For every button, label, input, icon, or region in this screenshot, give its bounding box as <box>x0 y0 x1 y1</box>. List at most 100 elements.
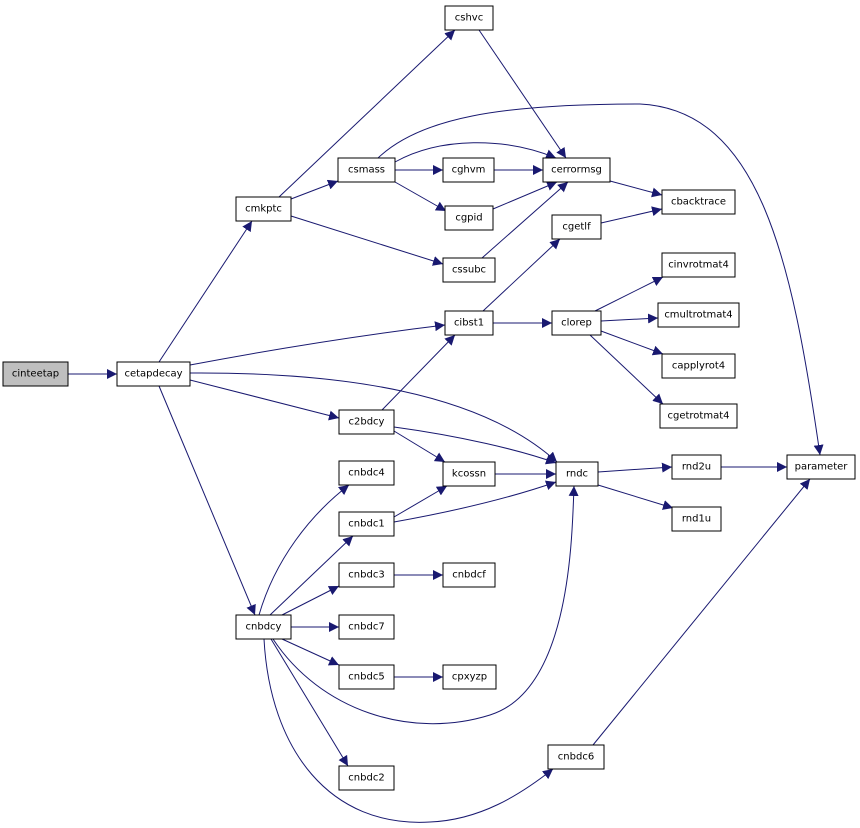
edge-cmkptc-to-cssubc <box>290 215 444 266</box>
nodes-layer: cinteetap cetapdecay cmkptc cshvc csmass… <box>2 5 856 791</box>
node-cmultrotmat4[interactable]: cmultrotmat4 <box>657 302 740 328</box>
edge-cgpid-to-cerrormsg <box>492 181 558 210</box>
edge-clorep-to-cgetrotmat4 <box>589 334 664 405</box>
node-rnd2u[interactable]: rnd2u <box>671 454 722 480</box>
node-cmkptc-label: cmkptc <box>245 204 282 215</box>
node-capplyrot4[interactable]: capplyrot4 <box>661 353 736 379</box>
edge-cnbdc1-to-kcossn <box>393 485 448 518</box>
edge-clorep-to-capplyrot4 <box>600 330 664 356</box>
node-cetapdecay[interactable]: cetapdecay <box>116 361 191 387</box>
edge-cmkptc-to-cshvc <box>278 29 456 198</box>
node-cnbdc5-label: cnbdc5 <box>348 672 384 683</box>
node-cpxyzp[interactable]: cpxyzp <box>442 664 497 690</box>
node-cbacktrace[interactable]: cbacktrace <box>661 189 736 215</box>
edges-layer <box>68 29 824 823</box>
node-cnbdc3-label: cnbdc3 <box>348 570 384 581</box>
node-cshvc-label: cshvc <box>455 13 483 24</box>
edge-cetapdecay-to-cmkptc <box>158 220 253 363</box>
node-cgpid[interactable]: cgpid <box>444 205 494 231</box>
node-cnbdc4[interactable]: cnbdc4 <box>338 460 395 486</box>
node-cnbdc2-label: cnbdc2 <box>348 773 384 784</box>
node-csmass[interactable]: csmass <box>337 157 396 183</box>
node-clorep-label: clorep <box>561 318 592 329</box>
edge-cnbdcy-to-cnbdc5 <box>281 638 340 666</box>
node-cnbdc2[interactable]: cnbdc2 <box>338 765 395 791</box>
edge-c2bdcy-to-rndc <box>393 426 557 465</box>
edge-csmass-to-cerrormsg <box>394 142 557 163</box>
node-parameter[interactable]: parameter <box>786 454 856 480</box>
node-cnbdc7-label: cnbdc7 <box>348 622 384 633</box>
edge-clorep-to-cinvrotmat4 <box>594 276 664 312</box>
edge-clorep-to-cmultrotmat4 <box>600 313 659 324</box>
node-csmass-label: csmass <box>348 165 385 176</box>
node-cetapdecay-label: cetapdecay <box>124 369 182 380</box>
node-cgetlf-label: cgetlf <box>562 222 591 233</box>
edge-cshvc-to-cerrormsg <box>478 29 567 159</box>
edge-cnbdcy-to-rndc <box>272 485 579 725</box>
node-rnd1u-label: rnd1u <box>682 514 711 525</box>
node-cgetlf[interactable]: cgetlf <box>551 214 602 240</box>
node-cgetrotmat4-label: cgetrotmat4 <box>667 411 729 422</box>
node-rnd2u-label: rnd2u <box>682 462 711 473</box>
edge-cerrormsg-to-cbacktrace <box>609 180 663 198</box>
node-parameter-label: parameter <box>795 462 849 473</box>
node-cpxyzp-label: cpxyzp <box>452 672 487 683</box>
node-clorep[interactable]: clorep <box>551 310 602 336</box>
node-cinvrotmat4-label: cinvrotmat4 <box>668 260 729 271</box>
node-cibst1-label: cibst1 <box>454 318 484 329</box>
edge-cnbdcy-to-cnbdc3 <box>281 585 340 616</box>
node-cnbdc7[interactable]: cnbdc7 <box>338 614 395 640</box>
edge-cmkptc-to-csmass <box>290 179 339 200</box>
node-rndc-label: rndc <box>566 469 588 480</box>
node-cnbdc3[interactable]: cnbdc3 <box>338 562 395 588</box>
node-capplyrot4-label: capplyrot4 <box>672 361 725 372</box>
node-kcossn-label: kcossn <box>452 469 486 480</box>
node-cnbdc4-label: cnbdc4 <box>348 468 384 479</box>
node-cnbdc6[interactable]: cnbdc6 <box>547 744 605 770</box>
node-cnbdc1-label: cnbdc1 <box>348 519 384 530</box>
edge-cnbdcy-to-cnbdc2 <box>270 638 349 767</box>
node-cbacktrace-label: cbacktrace <box>671 197 726 208</box>
edge-cnbdc6-to-parameter <box>592 478 811 746</box>
edge-cnbdcy-to-cnbdc6 <box>263 638 554 823</box>
node-cnbdcf-label: cnbdcf <box>452 570 486 581</box>
node-cshvc[interactable]: cshvc <box>444 5 494 31</box>
node-cnbdcy-label: cnbdcy <box>246 622 282 633</box>
node-cmultrotmat4-label: cmultrotmat4 <box>664 310 732 321</box>
edge-cetapdecay-to-c2bdcy <box>189 379 340 421</box>
node-cnbdcy[interactable]: cnbdcy <box>235 614 292 640</box>
node-cghvm-label: cghvm <box>452 165 486 176</box>
node-rndc[interactable]: rndc <box>555 461 599 487</box>
edge-cetapdecay-to-cibst1 <box>189 321 446 366</box>
edge-cnbdc1-to-rndc <box>393 480 557 523</box>
node-cmkptc[interactable]: cmkptc <box>235 196 292 222</box>
node-cssubc[interactable]: cssubc <box>442 257 496 283</box>
node-cibst1[interactable]: cibst1 <box>444 310 494 336</box>
node-c2bdcy-label: c2bdcy <box>349 417 385 428</box>
edge-cnbdcy-to-cnbdc1 <box>269 535 354 616</box>
edge-c2bdcy-to-cibst1 <box>381 334 456 411</box>
node-cgpid-label: cgpid <box>455 213 482 224</box>
edge-cnbdcy-to-cnbdc4 <box>258 484 350 616</box>
node-cnbdc5[interactable]: cnbdc5 <box>338 664 395 690</box>
node-cinteetap-label: cinteetap <box>12 369 59 380</box>
edge-cgetlf-to-cbacktrace <box>600 206 663 224</box>
node-cnbdc1[interactable]: cnbdc1 <box>338 511 395 537</box>
node-cghvm[interactable]: cghvm <box>442 157 495 183</box>
node-rnd1u[interactable]: rnd1u <box>671 506 722 532</box>
node-cinteetap[interactable]: cinteetap <box>2 361 69 387</box>
edge-rndc-to-rnd2u <box>597 462 673 473</box>
edge-csmass-to-cgpid <box>394 181 447 212</box>
node-cinvrotmat4[interactable]: cinvrotmat4 <box>661 252 736 278</box>
node-cnbdc6-label: cnbdc6 <box>558 752 594 763</box>
edge-cetapdecay-to-cnbdcy <box>158 385 256 616</box>
node-cerrormsg[interactable]: cerrormsg <box>542 157 611 183</box>
node-kcossn[interactable]: kcossn <box>442 461 496 487</box>
node-cnbdcf[interactable]: cnbdcf <box>442 562 496 588</box>
edge-rndc-to-rnd1u <box>597 484 674 510</box>
node-cgetrotmat4[interactable]: cgetrotmat4 <box>659 403 738 429</box>
edge-c2bdcy-to-kcossn <box>393 430 446 463</box>
node-cssubc-label: cssubc <box>452 265 486 276</box>
node-c2bdcy[interactable]: c2bdcy <box>338 409 395 435</box>
